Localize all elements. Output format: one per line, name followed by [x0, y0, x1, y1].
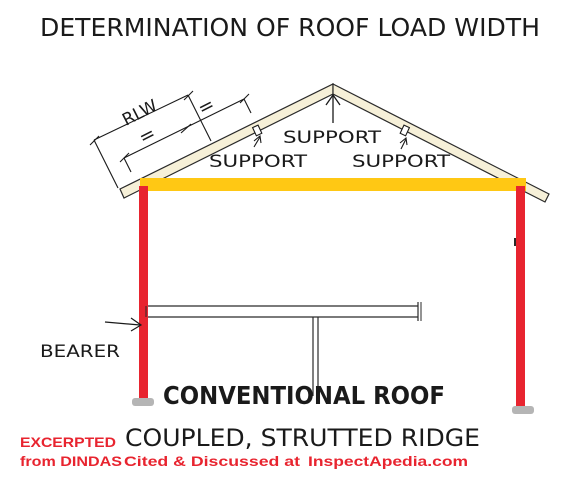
bearer-arrow — [104, 317, 143, 332]
right-support-marker — [399, 124, 411, 150]
roof-rafters — [119, 83, 550, 203]
bearer-label: BEARER — [40, 342, 120, 362]
rlw-equal-right: = — [194, 93, 218, 120]
bearer-beam — [145, 302, 422, 321]
left-post — [139, 186, 148, 404]
ridge-support-arrow — [325, 93, 341, 123]
left-support-marker — [251, 124, 263, 148]
right-footing — [512, 406, 534, 414]
right-support-label: SUPPORT — [352, 152, 451, 172]
rlw-label: RLW — [119, 96, 161, 130]
ridge-support-label: SUPPORT — [283, 128, 382, 148]
caption-subheading: COUPLED, STRUTTED RIDGE — [125, 424, 480, 452]
diagram-title: DETERMINATION OF ROOF LOAD WIDTH — [40, 13, 540, 42]
right-post-cleat — [514, 238, 516, 246]
ceiling-joist — [140, 178, 526, 191]
right-rafter — [332, 83, 550, 203]
rlw-equal-left: = — [135, 122, 159, 149]
excerpted-credit: EXCERPTED — [20, 434, 116, 450]
left-footing — [132, 398, 154, 406]
caption-heading: CONVENTIONAL ROOF — [163, 381, 445, 410]
rlw-dimension — [89, 90, 252, 189]
source-credit: from DINDAS — [20, 453, 122, 469]
site-credit: InspectApedia.com — [308, 453, 468, 469]
left-support-label: SUPPORT — [209, 152, 308, 172]
right-post — [516, 186, 525, 408]
bearer-strut — [312, 317, 319, 396]
cited-credit: Cited & Discussed at — [124, 453, 300, 469]
